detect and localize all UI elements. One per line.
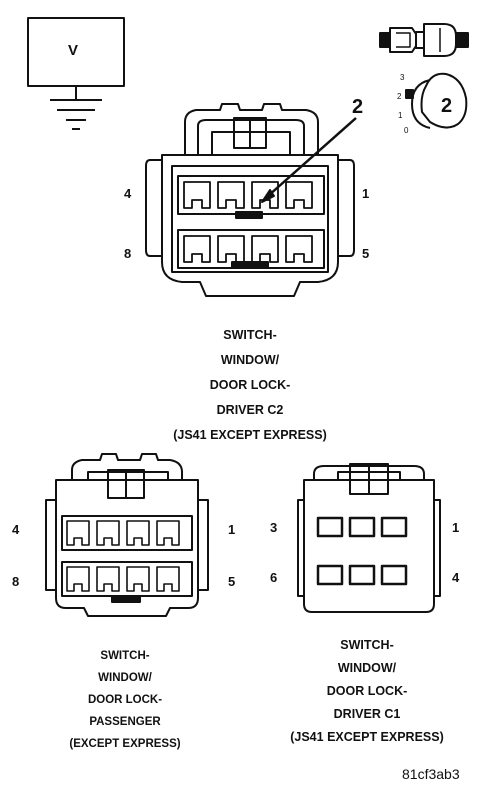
passenger-caption-line: DOOR LOCK-: [87, 694, 163, 706]
connector-passenger-drawing: [45, 453, 209, 617]
c2-caption-line: WINDOW/: [220, 353, 280, 367]
connector-c2-drawing: [145, 103, 357, 297]
c2-caption-line: DOOR LOCK-: [209, 378, 291, 392]
terminal-gauge-icon: 3 2 1 0: [397, 72, 468, 135]
figure-code: 81cf3ab3: [402, 766, 460, 782]
c2-callout-number: 2: [352, 96, 364, 118]
c2-pin-top-left: 4: [124, 186, 132, 201]
c2-caption-line: DRIVER C2: [216, 403, 284, 417]
c1-pin-top-left: 3: [270, 520, 278, 535]
svg-text:3: 3: [400, 73, 405, 82]
c1-caption-line: (JS41 EXCEPT EXPRESS): [290, 730, 444, 744]
passenger-caption-line: WINDOW/: [98, 672, 152, 684]
legend-callout-number: 2: [441, 95, 453, 117]
c1-pin-bottom-left: 6: [270, 570, 278, 585]
svg-text:2: 2: [397, 92, 402, 101]
c1-caption-line: DOOR LOCK-: [326, 684, 408, 698]
passenger-caption-line: PASSENGER: [89, 716, 161, 728]
c1-pin-top-right: 1: [452, 520, 460, 535]
passenger-caption-line: (EXCEPT EXPRESS): [69, 738, 181, 750]
passenger-pin-bottom-left: 8: [12, 574, 20, 589]
svg-text:1: 1: [398, 111, 403, 120]
c2-caption-line: (JS41 EXCEPT EXPRESS): [173, 428, 327, 442]
c1-caption: SWITCH- WINDOW/ DOOR LOCK- DRIVER C1 (JS…: [262, 634, 472, 749]
c1-caption-line: SWITCH-: [340, 638, 394, 652]
voltmeter-label: V: [68, 42, 79, 59]
c2-pin-bottom-right: 5: [362, 246, 370, 261]
connector-c1-drawing: [297, 463, 441, 613]
c2-caption: SWITCH- WINDOW/ DOOR LOCK- DRIVER C2 (JS…: [140, 323, 360, 448]
passenger-caption: SWITCH- WINDOW/ DOOR LOCK- PASSENGER (EX…: [30, 645, 220, 755]
passenger-pin-top-left: 4: [12, 522, 20, 537]
voltmeter-symbol: [27, 17, 125, 130]
c2-caption-line: SWITCH-: [223, 328, 277, 342]
passenger-pin-top-right: 1: [228, 522, 236, 537]
c1-caption-line: WINDOW/: [337, 661, 397, 675]
svg-text:0: 0: [404, 126, 409, 135]
passenger-pin-bottom-right: 5: [228, 574, 236, 589]
c1-caption-line: DRIVER C1: [333, 707, 401, 721]
c2-pin-bottom-left: 8: [124, 246, 132, 261]
c2-pin-top-right: 1: [362, 186, 370, 201]
probe-icon: [379, 23, 469, 57]
passenger-caption-line: SWITCH-: [100, 650, 150, 662]
c1-pin-bottom-right: 4: [452, 570, 460, 585]
